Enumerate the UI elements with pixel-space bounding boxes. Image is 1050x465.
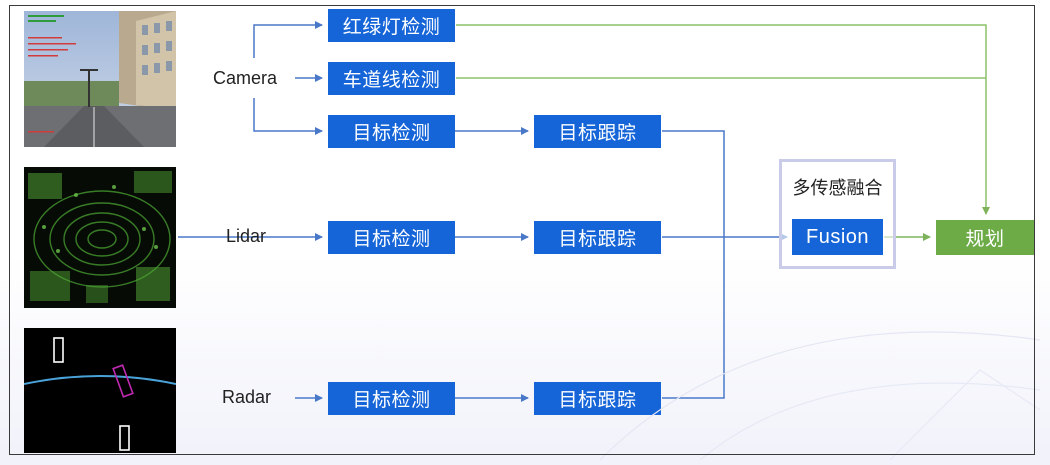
fusion-group-title: 多传感融合 [792,178,883,199]
radar-object-detection-node: 目标检测 [328,382,455,415]
lidar-object-tracking-node: 目标跟踪 [534,221,661,254]
sensor-label-camera: Camera [213,68,278,88]
traffic-light-to-planning [456,24,990,215]
radar-track-to-fusion [662,237,725,399]
camera-image [24,11,176,147]
camera-object-tracking-node: 目标跟踪 [534,115,661,148]
camera-branch-traffic-light [253,21,323,58]
lidar-object-detection-node: 目标检测 [328,221,455,254]
lane-detection-node: 车道线检测 [328,62,455,95]
sensor-label-lidar: Lidar [226,226,267,246]
sensor-label-radar: Radar [222,387,272,407]
planning-node: 规划 [936,220,1034,255]
radar-object-tracking-node: 目标跟踪 [534,382,661,415]
camera-object-detection-node: 目标检测 [328,115,455,148]
lidar-pointcloud-image [24,167,176,308]
fusion-node: Fusion [792,219,883,255]
radar-image [24,328,176,453]
camera-track-to-fusion [662,130,725,237]
background-decoration [599,331,1040,460]
traffic-light-detection-node: 红绿灯检测 [328,9,455,42]
camera-branch-detect [253,98,323,135]
